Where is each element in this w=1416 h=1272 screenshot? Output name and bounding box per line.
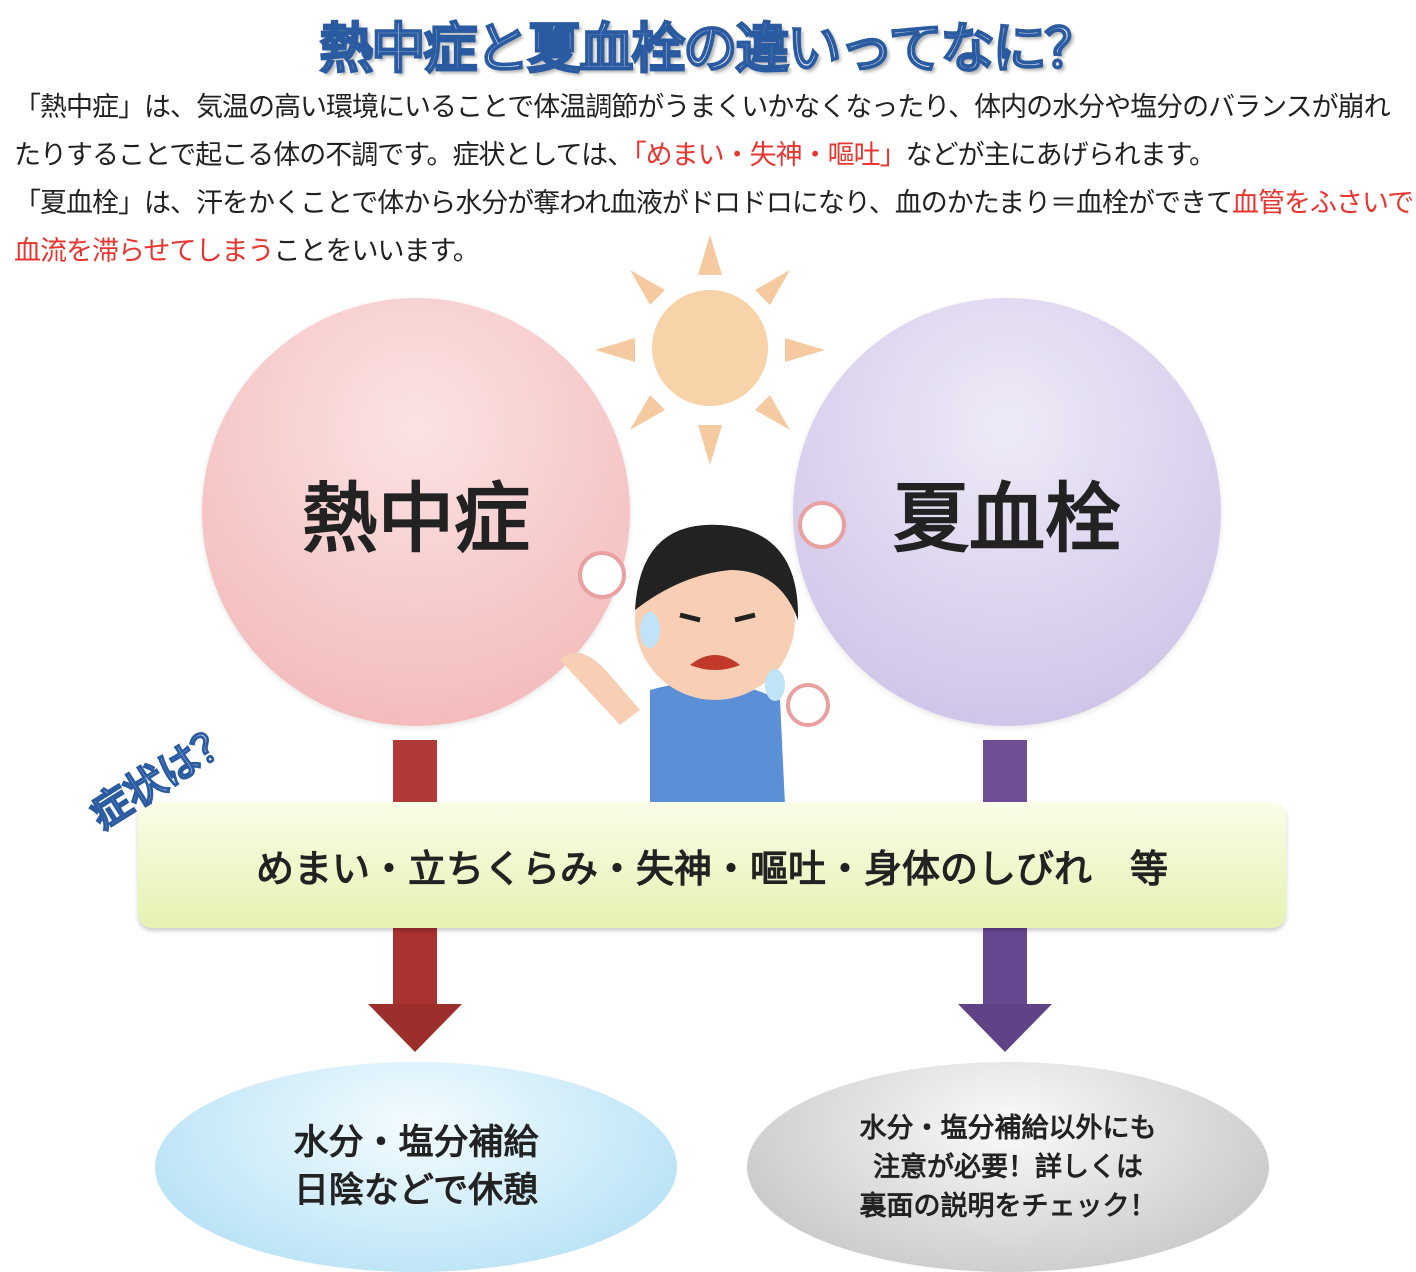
intro-p1a: 「熱中症」は、気温の高い環境にいることで体温調節がうまくいかなくなったり、体内の… — [14, 92, 1391, 171]
thrombus-arrow-down — [958, 928, 1052, 1052]
advice-line: 日陰などで休憩 — [293, 1171, 539, 1211]
heatstroke-circle: 熱中症 — [202, 298, 630, 726]
symptoms-banner: めまい・立ちくらみ・失神・嘔吐・身体のしびれ 等 — [138, 802, 1286, 928]
advice-line: 裏面の説明をチェック！ — [859, 1190, 1157, 1222]
heatstroke-arrow-down — [368, 928, 462, 1052]
heatstroke-arrow-top — [393, 740, 437, 802]
intro-text: 「熱中症」は、気温の高い環境にいることで体温調節がうまくいかなくなったり、体内の… — [14, 84, 1414, 276]
thrombus-arrow-top — [983, 740, 1027, 802]
advice-line: 水分・塩分補給以外にも — [859, 1112, 1157, 1144]
thrombus-advice: 水分・塩分補給以外にも注意が必要！詳しくは裏面の説明をチェック！ — [747, 1062, 1269, 1272]
advice-line: 水分・塩分補給 — [293, 1123, 539, 1163]
sun-icon — [595, 235, 825, 465]
summer-thrombus-circle: 夏血栓 — [793, 298, 1221, 726]
heatstroke-advice: 水分・塩分補給日陰などで休憩 — [155, 1062, 677, 1272]
intro-p2a: 「夏血栓」は、汗をかくことで体から水分が奪われ血液がドロドロになり、血のかたまり… — [14, 188, 1233, 219]
intro-p2b: ことをいいます。 — [273, 236, 479, 267]
page-title: 熱中症と夏血栓の違いってなに？ — [318, 16, 1099, 81]
intro-p1-highlight: 「めまい・失神・嘔吐」 — [633, 140, 906, 171]
sweating-person-illustration — [560, 501, 846, 805]
intro-p1b: などが主にあげられます。 — [905, 140, 1216, 171]
advice-line: 注意が必要！詳しくは — [873, 1151, 1143, 1183]
intro-p2-highlight: 血管をふさいで血流を滞らせてしまう — [14, 188, 1414, 267]
